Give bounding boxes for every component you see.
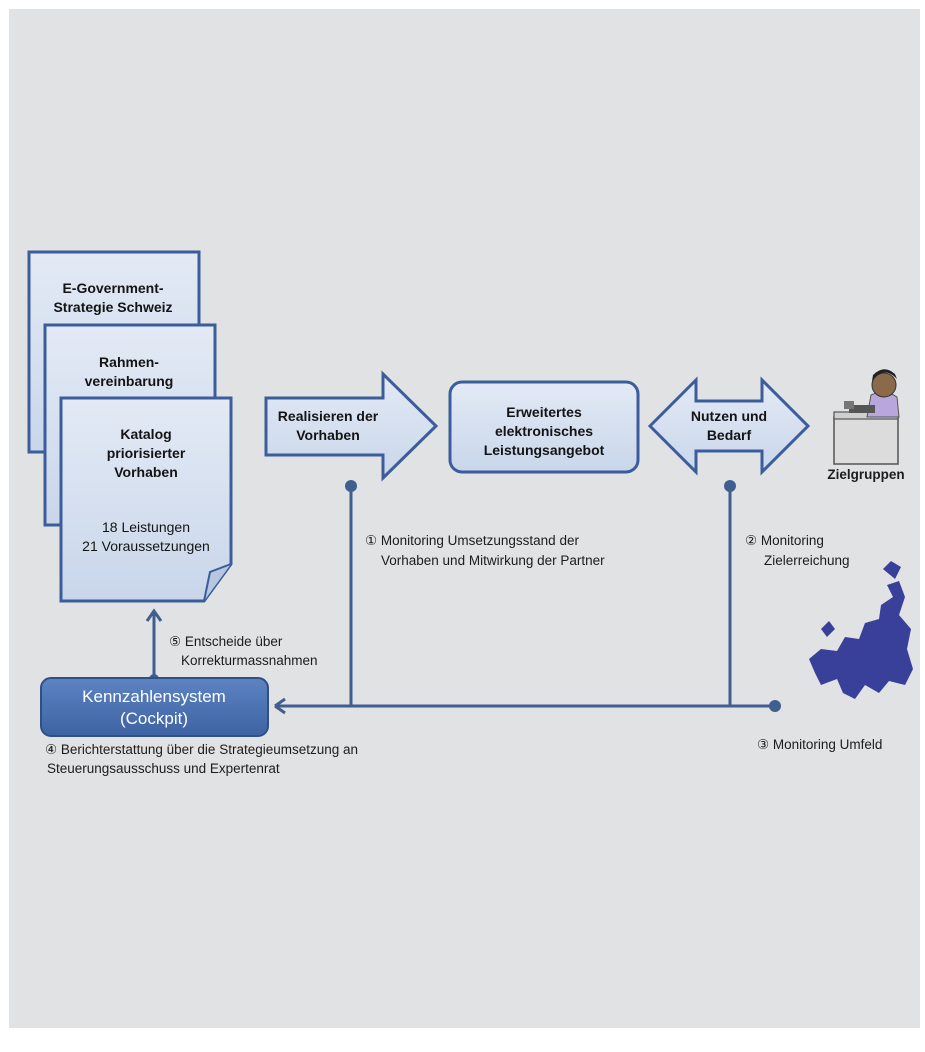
- monitoring-4-line-2: Steuerungsausschuss und Expertenrat: [47, 761, 280, 776]
- framework-line-2: vereinbarung: [85, 373, 174, 389]
- catalog-count-prerequisites: 21 Voraussetzungen: [82, 538, 210, 554]
- monitoring-lines: [145, 480, 781, 715]
- strategy-line-1: E-Government-: [62, 280, 163, 296]
- monitoring-3-label: ③ Monitoring Umfeld: [757, 737, 882, 752]
- arrow-benefit-line-1: Nutzen und: [691, 408, 767, 424]
- diagram-canvas: E-Government- Strategie Schweiz Rahmen- …: [9, 9, 920, 1028]
- monitoring-1-line-2: Vorhaben und Mitwirkung der Partner: [381, 553, 605, 568]
- cockpit-box: Kennzahlensystem (Cockpit): [40, 677, 269, 737]
- arrow-realize-line-1: Realisieren der: [278, 408, 379, 424]
- monitoring-5-line-1: ⑤ Entscheide über: [169, 634, 283, 649]
- catalog-title-line-3: Vorhaben: [114, 464, 178, 480]
- monitoring-1-line-1: ① Monitoring Umsetzungsstand der: [365, 533, 579, 548]
- strategy-line-2: Strategie Schweiz: [53, 299, 172, 315]
- process-diagram: E-Government- Strategie Schweiz Rahmen- …: [27, 250, 913, 776]
- offer-box: Erweitertes elektronisches Leistungsange…: [448, 380, 640, 474]
- arrow-benefit: Nutzen und Bedarf: [647, 376, 811, 476]
- monitoring-2-line-1: ② Monitoring: [745, 533, 824, 548]
- catalog-count-services: 18 Leistungen: [102, 519, 190, 535]
- document-catalog: Katalog priorisierter Vorhaben 18 Leistu…: [59, 396, 233, 603]
- catalog-title-line-1: Katalog: [120, 426, 171, 442]
- person-at-desk-icon: [833, 369, 900, 465]
- cockpit-line-2: (Cockpit): [120, 709, 188, 728]
- offer-line-2: elektronisches: [495, 423, 593, 439]
- monitoring-4-line-1: ④ Berichterstattung über die Strategieum…: [45, 742, 358, 757]
- target-group-label: Zielgruppen: [827, 467, 904, 482]
- arrow-realize: Realisieren der Vorhaben: [264, 370, 439, 482]
- europe-map-icon: [809, 561, 913, 699]
- arrow-benefit-line-2: Bedarf: [707, 427, 752, 443]
- monitoring-5-line-2: Korrekturmassnahmen: [181, 653, 318, 668]
- catalog-title-line-2: priorisierter: [107, 445, 186, 461]
- offer-line-3: Leistungsangebot: [484, 442, 605, 458]
- monitoring-2-line-2: Zielerreichung: [764, 553, 850, 568]
- framework-line-1: Rahmen-: [99, 354, 159, 370]
- arrow-realize-line-2: Vorhaben: [296, 427, 360, 443]
- offer-line-1: Erweitertes: [506, 404, 582, 420]
- cockpit-line-1: Kennzahlensystem: [82, 687, 226, 706]
